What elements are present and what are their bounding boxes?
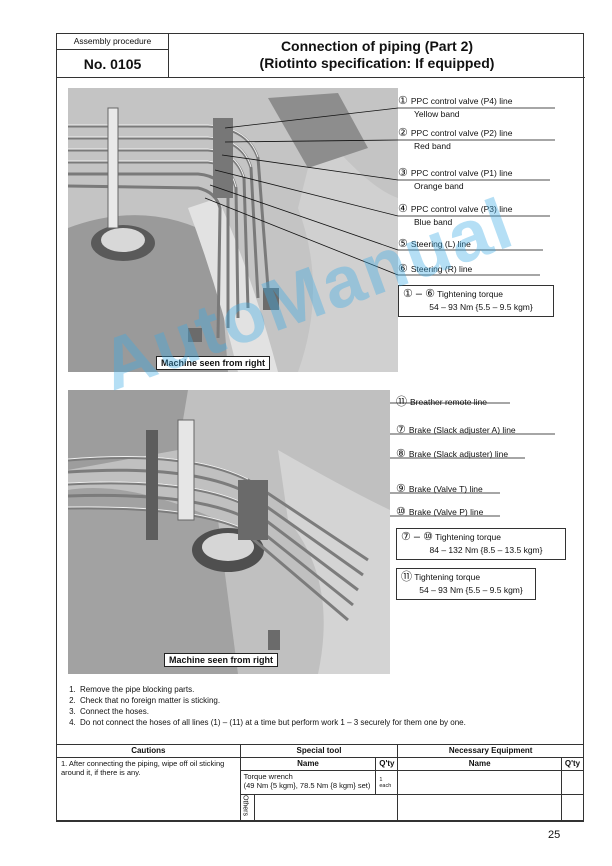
callout-9-number: ⑨: [396, 483, 406, 495]
figure-2-photo: Machine seen from right: [68, 390, 390, 674]
callout-6-number: ⑥: [398, 263, 408, 275]
figure-2-caption: Machine seen from right: [164, 653, 279, 667]
tool-name: Torque wrench: [243, 772, 293, 781]
equipment-qty-header: Q'ty: [560, 757, 585, 771]
torque-box-3: ⑪ Tightening torque 54 – 93 Nm {5.5 – 9.…: [396, 568, 536, 600]
step-item: Check that no foreign matter is sticking…: [78, 695, 466, 706]
callout-4-number: ④: [398, 203, 408, 215]
torque-3-label: Tightening torque: [414, 572, 481, 582]
callout-11-number: ⑪: [396, 396, 407, 408]
tool-qty-header: Q'ty: [375, 757, 399, 771]
equipment-header: Necessary Equipment: [397, 744, 584, 758]
page-number: 25: [548, 829, 561, 841]
tool-cell: Torque wrench (49 Nm {5 kgm}, 78.5 Nm {8…: [239, 770, 377, 795]
callout-3-number: ③: [398, 167, 408, 179]
tool-qty: 1 each: [375, 770, 399, 795]
callout-4-text: PPC control valve (P3) line: [410, 204, 513, 214]
title-line-2: (Riotinto specification: If equipped): [259, 55, 495, 71]
figure-1-photo: Machine seen from right: [68, 88, 398, 372]
callout-1-number: ①: [398, 95, 408, 107]
document-sheet: Assembly procedure No. 0105 Connection o…: [56, 33, 585, 822]
callout-5-number: ⑤: [398, 238, 408, 250]
callout-1-text: PPC control valve (P4) line: [410, 96, 513, 106]
figure-1-caption: Machine seen from right: [156, 356, 271, 370]
equipment-qty-cell-2: [560, 794, 585, 821]
callout-2-band: Red band: [414, 141, 451, 151]
callout-8-number: ⑧: [396, 448, 406, 460]
step-item: Connect the hoses.: [78, 706, 466, 717]
torque-1-label: Tightening torque: [437, 289, 504, 299]
cautions-header: Cautions: [56, 744, 241, 758]
others-content: [253, 794, 399, 821]
callout-3-text: PPC control valve (P1) line: [410, 168, 513, 178]
torque-box-2: ⑦ – ⑩ Tightening torque 84 – 132 Nm {8.5…: [396, 528, 566, 560]
equipment-cell-2: [397, 794, 562, 821]
callout-10-text: Brake (Valve P) line: [408, 507, 484, 517]
tool-name-header: Name: [239, 757, 377, 771]
figure-2-drawing: [68, 390, 390, 674]
figure-1-drawing: [68, 88, 398, 372]
callout-11-text: Breather remote line: [410, 397, 488, 407]
torque-box-1: ① – ⑥ Tightening torque 54 – 93 Nm {5.5 …: [398, 285, 554, 317]
step-item: Do not connect the hoses of all lines (1…: [78, 717, 466, 728]
torque-1-value: 54 – 93 Nm {5.5 – 9.5 kgm}: [429, 302, 533, 312]
callout-1-band: Yellow band: [414, 109, 460, 119]
special-tool-header: Special tool: [239, 744, 399, 758]
equipment-cell: [397, 770, 562, 795]
procedure-box: Assembly procedure No. 0105: [57, 34, 169, 78]
callout-4-band: Blue band: [414, 217, 453, 227]
callout-8-text: Brake (Slack adjuster) line: [408, 449, 509, 459]
callout-3-band: Orange band: [414, 181, 464, 191]
callout-6-text: Steering (R) line: [410, 264, 473, 274]
tool-spec: (49 Nm {5 kgm}, 78.5 Nm {8 kgm} set): [243, 781, 371, 790]
torque-1-range: ① – ⑥: [403, 288, 435, 300]
callout-2-number: ②: [398, 127, 408, 139]
page-title: Connection of piping (Part 2) (Riotinto …: [169, 38, 585, 72]
callout-7-text: Brake (Slack adjuster A) line: [408, 425, 516, 435]
callout-9-text: Brake (Valve T) line: [408, 484, 483, 494]
torque-2-label: Tightening torque: [435, 532, 502, 542]
torque-3-value: 54 – 93 Nm {5.5 – 9.5 kgm}: [419, 585, 523, 595]
others-cell: Others: [239, 794, 255, 821]
procedure-steps: Remove the pipe blocking parts. Check th…: [64, 684, 466, 728]
callout-5-text: Steering (L) line: [410, 239, 471, 249]
torque-2-value: 84 – 132 Nm {8.5 – 13.5 kgm}: [429, 545, 543, 555]
callout-2-text: PPC control valve (P2) line: [410, 128, 513, 138]
others-label: Others: [241, 795, 249, 817]
title-line-1: Connection of piping (Part 2): [280, 38, 474, 54]
torque-2-range: ⑦ – ⑩: [401, 531, 433, 543]
procedure-number: No. 0105: [83, 56, 142, 72]
procedure-label: Assembly procedure: [57, 34, 168, 50]
torque-3-range: ⑪: [401, 571, 412, 583]
cautions-tools-table: Cautions Special tool Necessary Equipmen…: [56, 744, 585, 821]
callout-7-number: ⑦: [396, 424, 406, 436]
equipment-qty-cell: [560, 770, 585, 795]
header-divider: [169, 77, 585, 78]
callout-10-number: ⑩: [396, 506, 406, 518]
caution-text: 1. After connecting the piping, wipe off…: [56, 757, 241, 821]
equipment-name-header: Name: [397, 757, 562, 771]
step-item: Remove the pipe blocking parts.: [78, 684, 466, 695]
